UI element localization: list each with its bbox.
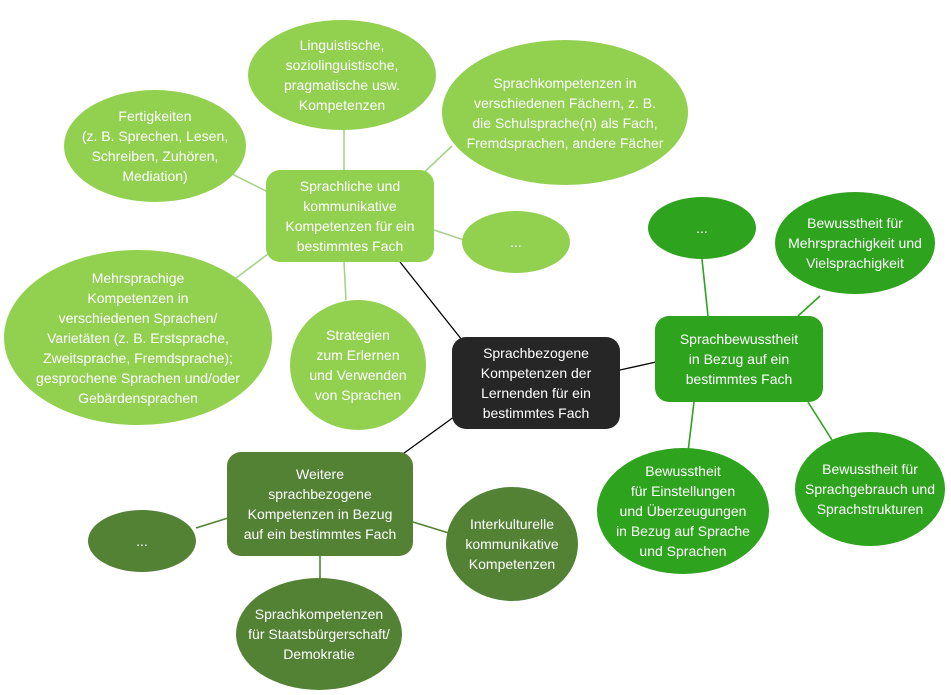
- edge-attitudes: [687, 401, 695, 453]
- edge-center-further: [399, 413, 459, 457]
- multilingualism-awareness-label: Bewusstheit für Mehrsprachigkeit und Vie…: [788, 215, 922, 271]
- edge-more-bright: [701, 258, 709, 317]
- multilingual-competences-node: Mehrsprachige Kompetenzen in verschieden…: [4, 250, 272, 425]
- more-awareness-label: ...: [696, 220, 708, 236]
- further-competences-node: Weitere sprachbezogene Kompetenzen in Be…: [227, 452, 413, 556]
- strategies-node: Strategien zum Erlernen und Verwenden vo…: [290, 300, 426, 430]
- language-awareness-node: Sprachbewusstheit in Bezug auf ein besti…: [655, 316, 823, 402]
- subject-language-competences-node: Sprachkompetenzen in verschiedenen Fäche…: [442, 40, 688, 185]
- usage-awareness-label: Bewusstheit für Sprachgebrauch und Sprac…: [805, 461, 935, 517]
- edge-more-olive: [195, 517, 229, 529]
- edge-strategies: [343, 261, 347, 301]
- usage-awareness-node: Bewusstheit für Sprachgebrauch und Sprac…: [795, 432, 945, 546]
- attitudes-awareness-label: Bewusstheit für Einstellungen und Überze…: [616, 463, 750, 559]
- multilingual-competences-label: Mehrsprachige Kompetenzen in verschieden…: [36, 269, 240, 406]
- more-further-label: ...: [136, 533, 148, 549]
- multilingualism-awareness-node: Bewusstheit für Mehrsprachigkeit und Vie…: [775, 192, 935, 294]
- central-competences-label: Sprachbezogene Kompetenzen der Lernenden…: [480, 345, 592, 421]
- edge-multi-awareness: [797, 295, 821, 317]
- more-language-competences-node: ...: [462, 211, 570, 273]
- central-competences-node: Sprachbezogene Kompetenzen der Lernenden…: [452, 337, 620, 429]
- more-further-node: ...: [88, 510, 196, 572]
- intercultural-competences-node: Interkulturelle kommunikative Kompetenze…: [446, 487, 578, 601]
- edge-skills: [231, 173, 269, 193]
- subject-language-competences-label: Sprachkompetenzen in verschiedenen Fäche…: [466, 74, 664, 151]
- strategies-label: Strategien zum Erlernen und Verwenden vo…: [309, 327, 407, 403]
- further-competences-label: Weitere sprachbezogene Kompetenzen in Be…: [243, 466, 397, 542]
- more-language-competences-label: ...: [510, 234, 522, 250]
- edge-center-awareness: [619, 361, 657, 371]
- language-communicative-competences-label: Sprachliche und kommunikative Kompetenze…: [285, 178, 415, 254]
- linguistic-competences-node: Linguistische, soziolinguistische, pragm…: [248, 20, 436, 130]
- skills-label: Fertigkeiten (z. B. Sprechen, Lesen, Sch…: [81, 108, 229, 184]
- edge-center-langcomm: [399, 261, 463, 341]
- skills-node: Fertigkeiten (z. B. Sprechen, Lesen, Sch…: [64, 90, 246, 202]
- intercultural-competences-label: Interkulturelle kommunikative Kompetenze…: [465, 516, 559, 572]
- edge-multilingual: [235, 253, 269, 279]
- edge-more-light: [433, 229, 465, 241]
- attitudes-awareness-node: Bewusstheit für Einstellungen und Überze…: [597, 448, 769, 574]
- language-communicative-competences-node: Sprachliche und kommunikative Kompetenze…: [266, 170, 434, 262]
- more-awareness-node: ...: [648, 197, 756, 259]
- citizenship-competences-label: Sprachkompetenzen für Staatsbürgerschaft…: [248, 606, 390, 662]
- language-awareness-label: Sprachbewusstheit in Bezug auf ein besti…: [679, 331, 799, 387]
- edge-intercultural: [412, 521, 453, 535]
- linguistic-competences-label: Linguistische, soziolinguistische, pragm…: [284, 37, 400, 113]
- edge-usage: [807, 401, 833, 441]
- citizenship-competences-node: Sprachkompetenzen für Staatsbürgerschaft…: [236, 578, 402, 690]
